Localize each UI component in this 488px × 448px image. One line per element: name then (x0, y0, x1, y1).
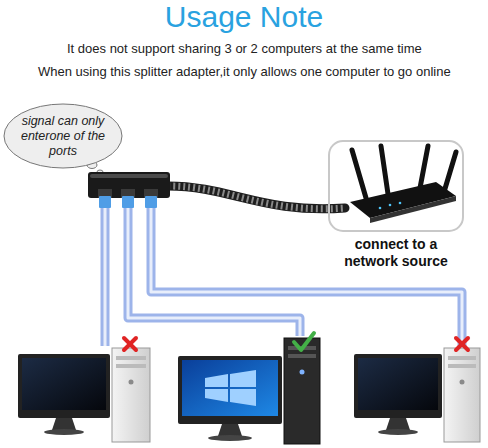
callout-text: signal can only enterone of the ports (17, 114, 109, 159)
note-text: It does not support sharing 3 or 2 compu… (67, 41, 422, 56)
node-label: connect to a network source (328, 236, 464, 270)
title: Usage Note (0, 0, 488, 34)
ethernet-cables (105, 206, 462, 346)
network-cable (168, 186, 345, 209)
check-mark (294, 333, 314, 350)
callout-bubble: signal can only enterone of the ports (3, 103, 123, 169)
router-frame: connect to a network source (328, 140, 464, 270)
computer-right (354, 348, 480, 442)
note-text: When using this splitter adapter,it only… (38, 64, 451, 79)
cross-mark (124, 338, 136, 350)
router (350, 146, 456, 223)
frame-outline (328, 140, 464, 232)
computer-left (18, 348, 150, 442)
cross-mark (456, 338, 468, 350)
computer-middle (178, 338, 320, 444)
splitter-adapter (88, 172, 170, 208)
